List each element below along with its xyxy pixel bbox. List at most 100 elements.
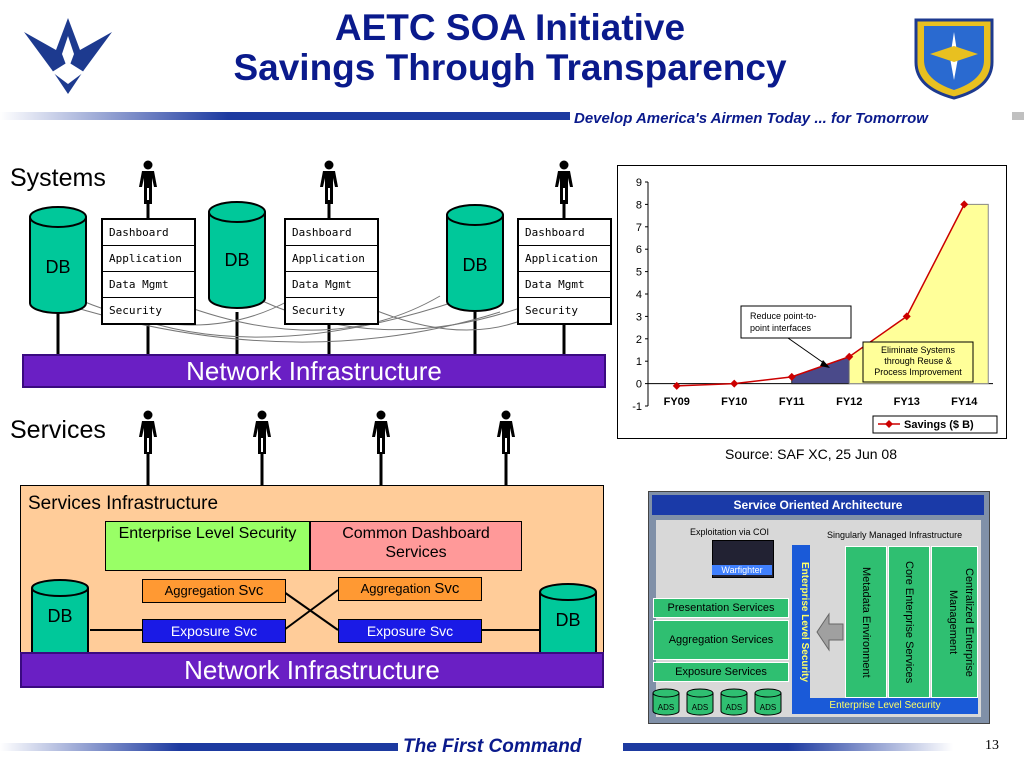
- db-cylinder: DB: [445, 203, 505, 313]
- y-tick-label: 1: [636, 356, 642, 368]
- aggregation-services: Aggregation Services: [653, 620, 789, 660]
- aetc-shield-logo: [914, 18, 994, 100]
- person-icon: [253, 410, 271, 454]
- y-tick-label: 8: [636, 199, 642, 211]
- els-vertical-label: Enterprise Level Security: [799, 562, 810, 683]
- header-bar-end: [1012, 112, 1024, 120]
- y-tick-label: 9: [636, 177, 642, 189]
- db-label: DB: [555, 610, 581, 630]
- system-stack: Dashboard Application Data Mgmt Security: [517, 218, 612, 325]
- data-point: [730, 379, 739, 388]
- person-icon: [555, 160, 573, 204]
- x-tick-label: FY12: [836, 396, 862, 408]
- air-force-wings-logo: [24, 18, 112, 94]
- person-icon: [372, 410, 390, 454]
- y-tick-label: 2: [636, 334, 642, 346]
- stack-dashboard: Dashboard: [519, 220, 610, 246]
- x-tick-label: FY11: [779, 396, 805, 408]
- arrow-left-icon: [816, 612, 844, 652]
- annotation-text: Reduce point-to-: [750, 311, 817, 321]
- y-tick-label: 4: [636, 289, 642, 301]
- person-icon: [139, 410, 157, 454]
- annotation-text: Eliminate Systems: [881, 345, 956, 355]
- title-line-1: AETC SOA Initiative: [334, 7, 686, 48]
- stack-security: Security: [525, 304, 578, 317]
- presentation-services: Presentation Services: [653, 598, 789, 618]
- savings-line: [676, 204, 965, 387]
- y-tick-label: 7: [636, 222, 642, 234]
- db-label: DB: [47, 606, 73, 626]
- systems-network-infrastructure: Network Infrastructure: [22, 354, 606, 388]
- soa-coi-label: Exploitation via COI: [690, 527, 770, 537]
- common-dashboard-services-box: Common Dashboard Services: [310, 521, 522, 571]
- aggregation-label: Aggregation: [360, 581, 431, 596]
- stack-data-mgmt: Data Mgmt: [519, 272, 610, 298]
- ads-label: ADS: [691, 703, 709, 712]
- stack-security: Security: [109, 304, 162, 317]
- stack-application: Application: [103, 246, 194, 272]
- els-vertical-bar: [792, 545, 810, 700]
- stack-data-mgmt: Data Mgmt: [103, 272, 194, 298]
- db-label: DB: [462, 255, 488, 275]
- services-infrastructure-label: Services Infrastructure: [28, 493, 219, 514]
- y-tick-label: 3: [636, 311, 642, 323]
- db-cylinder: DB: [28, 205, 88, 315]
- footer-command: The First Command: [403, 736, 582, 757]
- enterprise-level-security-box: Enterprise Level Security: [105, 521, 310, 571]
- annotation-text: Process Improvement: [874, 367, 962, 377]
- stack-dashboard: Dashboard: [103, 220, 194, 246]
- centralized-enterprise-management: Centralized Enterprise Management: [931, 546, 978, 698]
- x-tick-label: FY10: [721, 396, 747, 408]
- tagline: Develop America's Airmen Today ... for T…: [574, 110, 928, 127]
- annotation-box: [740, 305, 852, 339]
- annotation-box: [862, 341, 974, 383]
- page-title: AETC SOA Initiative Savings Through Tran…: [160, 8, 860, 88]
- soa-title: Service Oriented Architecture: [652, 495, 984, 515]
- data-point: [672, 381, 681, 390]
- legend-label: Savings ($ B): [904, 419, 974, 431]
- db-cylinder: DB: [207, 200, 267, 310]
- stack-application: Application: [519, 246, 610, 272]
- services-network-infrastructure: Network Infrastructure: [20, 652, 604, 688]
- services-user-connectors: [146, 452, 508, 486]
- db-label: DB: [224, 250, 250, 270]
- warfighter-label: Warfighter: [712, 565, 772, 575]
- metadata-environment: Metadata Environment: [845, 546, 887, 698]
- stack-dashboard: Dashboard: [286, 220, 377, 246]
- db-label: DB: [45, 257, 71, 277]
- legend-box: [872, 415, 998, 434]
- page-number: 13: [985, 738, 999, 753]
- person-icon: [497, 410, 515, 454]
- x-tick-label: FY09: [664, 396, 690, 408]
- exposure-services: Exposure Services: [653, 662, 789, 682]
- footer-bar-right: [623, 743, 953, 751]
- aggregation-svc-box: Aggregation Svc: [338, 577, 482, 601]
- exposure-svc-box: Exposure Svc: [338, 619, 482, 643]
- ads-group: [652, 688, 782, 716]
- systems-label: Systems: [10, 164, 106, 192]
- services-connectors: [90, 589, 540, 631]
- ads-label: ADS: [725, 703, 743, 712]
- els-bottom-label: Enterprise Level Security: [792, 698, 978, 714]
- annotation-arrowhead: [820, 360, 830, 368]
- soa-singularly-label: Singularly Managed Infrastructure: [827, 530, 963, 540]
- y-tick-label: 6: [636, 244, 642, 256]
- title-line-2: Savings Through Transparency: [233, 47, 787, 88]
- legend-marker: [885, 420, 893, 428]
- stack-security: Security: [292, 304, 345, 317]
- exposure-svc-box: Exposure Svc: [142, 619, 286, 643]
- data-point: [960, 200, 969, 209]
- y-tick-label: -1: [632, 401, 642, 413]
- core-enterprise-services: Core Enterprise Services: [888, 546, 930, 698]
- data-point: [787, 372, 796, 381]
- x-tick-label: FY14: [951, 396, 978, 408]
- annotation-text: point interfaces: [750, 323, 812, 333]
- aggregation-svc-box: Aggregation Svc: [142, 579, 286, 603]
- stack-data-mgmt: Data Mgmt: [286, 272, 377, 298]
- data-point: [845, 352, 854, 361]
- stack-application: Application: [286, 246, 377, 272]
- y-tick-label: 5: [636, 267, 642, 279]
- aggregation-svc-suffix: Svc: [434, 580, 460, 597]
- person-icon: [320, 160, 338, 204]
